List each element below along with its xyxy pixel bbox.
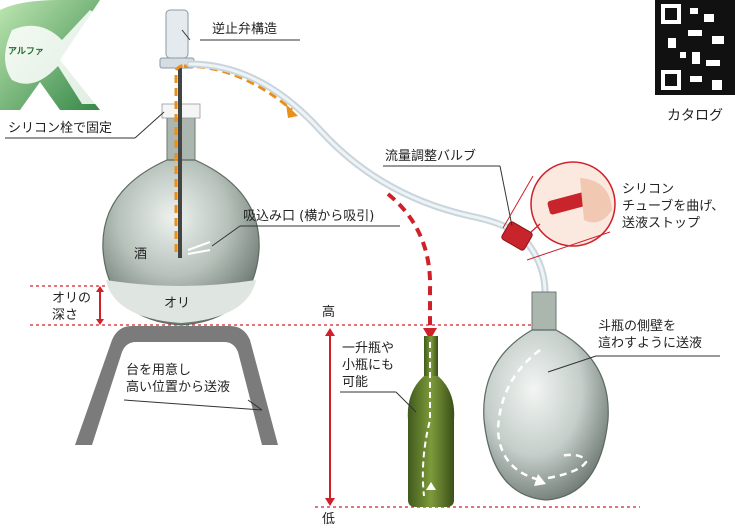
sake-bottle [407, 336, 455, 507]
alpha-logo [0, 0, 100, 110]
flow-valve-label: 流量調整バルブ [385, 149, 477, 164]
height-arrow [325, 328, 335, 506]
logo-small-text: アルファ [8, 47, 44, 57]
stand-callout: 台を用意し 高い位置から送液 [126, 362, 230, 396]
check-valve-label: 逆止弁構造 [212, 22, 278, 37]
low-label: 低 [322, 512, 336, 527]
wall-line-1: 斗瓶の側壁を [598, 319, 677, 334]
bottle-line-2: 小瓶にも [342, 358, 395, 373]
wall-callout: 斗瓶の側壁を 這わすように送液 [598, 318, 702, 352]
high-label: 高 [322, 305, 336, 320]
ori-depth-callout: オリの 深さ [52, 290, 91, 324]
intake-port-label: 吸込み口 (横から吸引) [243, 209, 375, 224]
qr-caption: カタログ [667, 108, 723, 124]
bend-tube-line-2: チューブを曲げ、 [622, 199, 725, 214]
ori-depth-arrow [96, 286, 104, 325]
destination-flask [483, 291, 609, 501]
wall-line-2: 這わすように送液 [598, 336, 703, 351]
ori-depth-line-1: オリの [52, 291, 92, 306]
bend-tube-line-1: シリコン [622, 182, 675, 197]
silicone-plug-label: シリコン栓で固定 [8, 121, 113, 136]
flow-valve-icon [501, 221, 533, 251]
bottle-callout: 一升瓶や 小瓶にも 可能 [342, 340, 394, 391]
ori-depth-line-2: 深さ [52, 308, 79, 323]
stand-line-1: 台を用意し [126, 363, 192, 378]
bottle-line-1: 一升瓶や [342, 341, 395, 356]
stand [75, 326, 278, 445]
bottle-line-3: 可能 [342, 375, 369, 390]
sake-label: 酒 [134, 247, 148, 262]
bend-tube-callout: シリコン チューブを曲げ、 送液ストップ [622, 181, 724, 232]
qr-code-icon [655, 0, 735, 95]
bend-tube-line-3: 送液ストップ [622, 216, 701, 231]
ori-label: オリ [164, 296, 191, 311]
stand-line-2: 高い位置から送液 [126, 380, 231, 395]
